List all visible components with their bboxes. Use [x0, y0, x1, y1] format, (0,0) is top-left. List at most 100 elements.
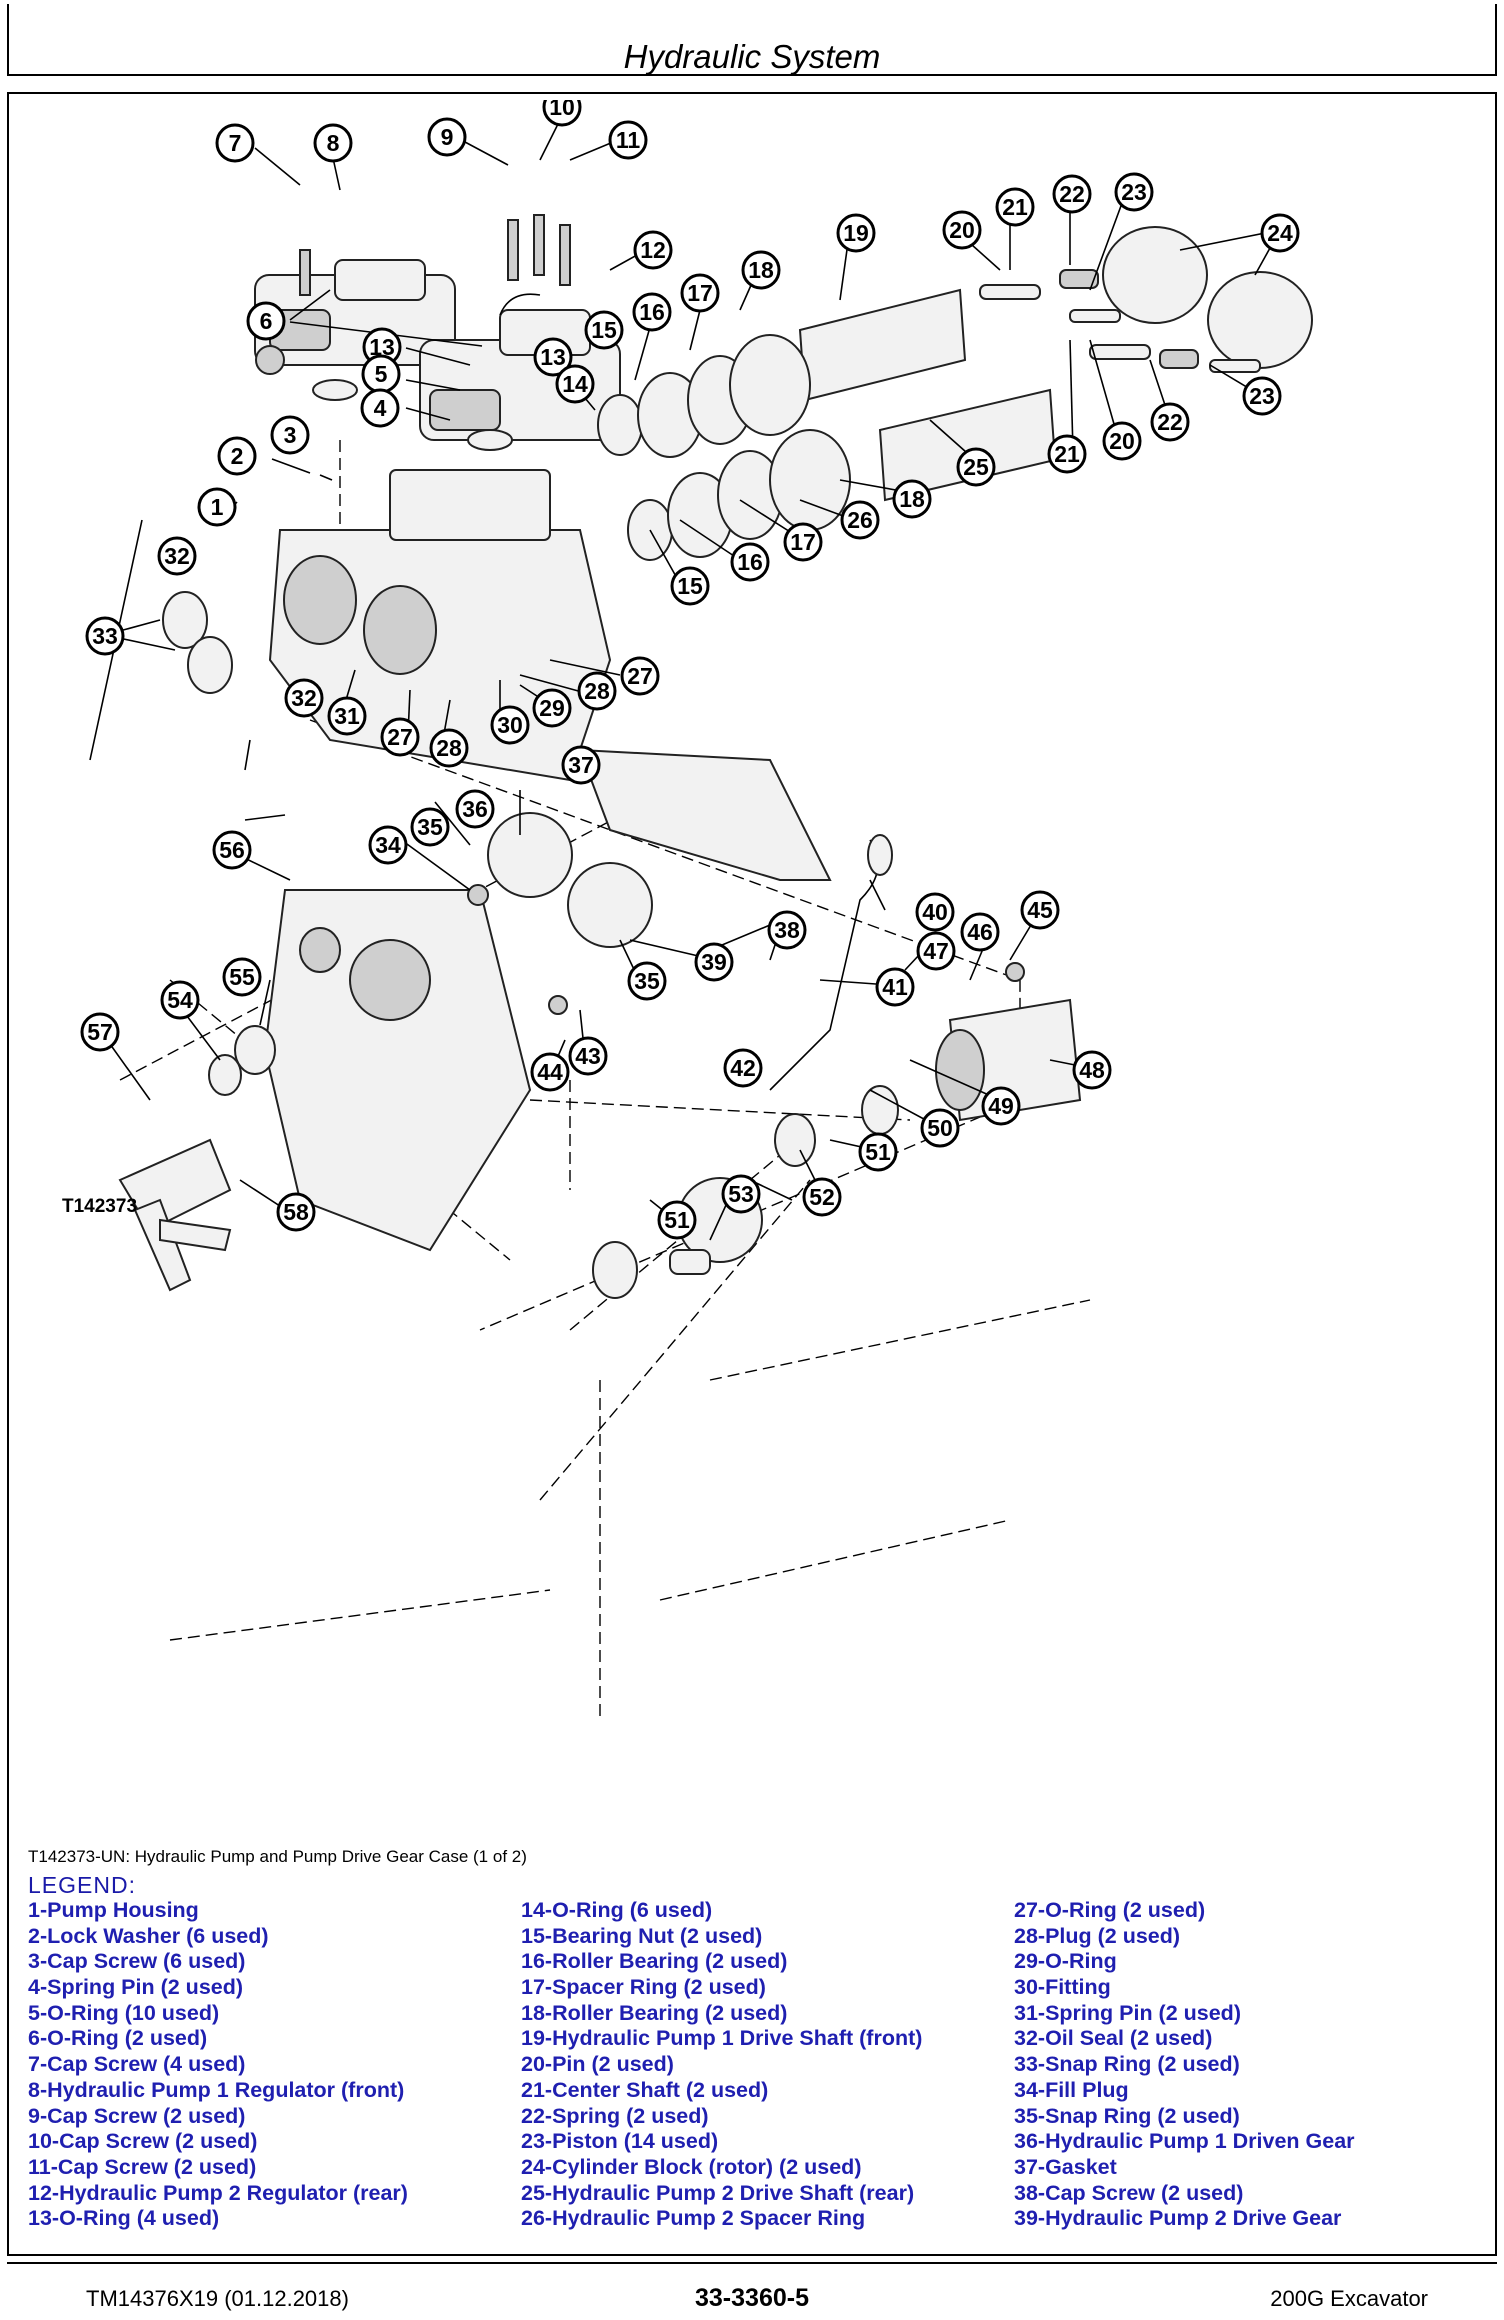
- legend-item: 30-Fitting: [1014, 1975, 1111, 2000]
- legend-item: 19-Hydraulic Pump 1 Drive Shaft (front): [521, 2026, 923, 2051]
- svg-text:37: 37: [568, 752, 594, 778]
- svg-text:30: 30: [497, 712, 523, 738]
- callout-21b: 21: [1047, 434, 1087, 474]
- svg-text:39: 39: [701, 949, 727, 975]
- svg-text:6: 6: [260, 308, 273, 334]
- legend-item: 35-Snap Ring (2 used): [1014, 2103, 1240, 2128]
- svg-text:24: 24: [1267, 220, 1293, 246]
- callout-37: 37: [561, 745, 601, 785]
- footer-rule: [7, 2262, 1497, 2264]
- legend-column-1: 1-Pump Housing 2-Lock Washer (6 used) 3-…: [28, 1898, 408, 2232]
- callout-50: 50: [920, 1108, 960, 1148]
- svg-text:35: 35: [634, 968, 660, 994]
- callout-7: 7: [215, 123, 255, 163]
- callout-57: 57: [80, 1012, 120, 1052]
- svg-text:26: 26: [847, 507, 873, 533]
- svg-text:9: 9: [441, 124, 454, 150]
- callout-9: 9: [427, 117, 467, 157]
- svg-text:14: 14: [562, 371, 588, 397]
- callout-34: 34: [368, 825, 408, 865]
- svg-text:29: 29: [539, 695, 565, 721]
- callout-balloons: 7 8 9 10 11 12 6 13 5 4 13 14 15 16 17 1…: [80, 100, 1300, 1240]
- legend-item: 8-Hydraulic Pump 1 Regulator (front): [28, 2077, 405, 2102]
- callout-6: 6: [246, 301, 286, 341]
- svg-text:23: 23: [1249, 383, 1275, 409]
- callout-12: 12: [633, 230, 673, 270]
- callout-23a: 23: [1114, 172, 1154, 212]
- footer-doc-id: TM14376X19 (01.12.2018): [86, 2286, 349, 2311]
- legend-item: 15-Bearing Nut (2 used): [521, 1923, 763, 1948]
- cylinder-blocks: [1102, 226, 1313, 369]
- legend-item: 16-Roller Bearing (2 used): [521, 1949, 788, 1974]
- legend-column-2: 14-O-Ring (6 used) 15-Bearing Nut (2 use…: [521, 1898, 922, 2232]
- callout-41: 41: [875, 967, 915, 1007]
- svg-text:1: 1: [211, 494, 224, 520]
- content-frame: [7, 92, 1497, 2256]
- callout-2: 2: [217, 436, 257, 476]
- callout-40: 40: [915, 892, 955, 932]
- svg-text:5: 5: [375, 361, 388, 387]
- callout-30: 30: [490, 705, 530, 745]
- callout-20b: 20: [1102, 421, 1142, 461]
- callout-8: 8: [313, 123, 353, 163]
- svg-text:18: 18: [748, 257, 774, 283]
- svg-text:53: 53: [728, 1181, 754, 1207]
- svg-text:13: 13: [540, 344, 566, 370]
- svg-text:10: 10: [549, 100, 575, 120]
- svg-text:21: 21: [1002, 194, 1028, 220]
- svg-text:48: 48: [1079, 1057, 1105, 1083]
- svg-text:28: 28: [584, 678, 610, 704]
- oil-seals: [162, 591, 233, 694]
- page-title: Hydraulic System: [623, 38, 881, 75]
- callout-33: 33: [85, 616, 125, 656]
- callout-4: 4: [360, 388, 400, 428]
- callout-3: 3: [270, 415, 310, 455]
- callout-18a: 18: [741, 250, 781, 290]
- svg-text:57: 57: [87, 1019, 113, 1045]
- callout-35a: 35: [410, 807, 450, 847]
- legend-item: 31-Spring Pin (2 used): [1014, 2000, 1241, 2025]
- svg-text:20: 20: [949, 217, 975, 243]
- callout-54: 54: [160, 980, 200, 1020]
- svg-text:52: 52: [809, 1184, 835, 1210]
- callout-48: 48: [1072, 1050, 1112, 1090]
- callout-13a: 13: [362, 327, 402, 367]
- callout-28a: 28: [429, 728, 469, 768]
- legend-item: 12-Hydraulic Pump 2 Regulator (rear): [28, 2180, 408, 2205]
- legend-item: 36-Hydraulic Pump 1 Driven Gear: [1014, 2129, 1355, 2154]
- callout-16a: 16: [632, 292, 672, 332]
- legend-item: 1-Pump Housing: [28, 1898, 199, 1922]
- callout-17b: 17: [783, 522, 823, 562]
- svg-text:42: 42: [730, 1055, 756, 1081]
- svg-text:47: 47: [923, 938, 949, 964]
- callout-11: 11: [608, 120, 648, 160]
- legend-item: 33-Snap Ring (2 used): [1014, 2052, 1240, 2077]
- callout-15a: 15: [584, 310, 624, 350]
- callout-17a: 17: [680, 273, 720, 313]
- figure-id-label: T142373: [62, 1196, 137, 1217]
- callout-51a: 51: [858, 1132, 898, 1172]
- legend-item: 2-Lock Washer (6 used): [28, 1923, 269, 1948]
- callout-49: 49: [981, 1086, 1021, 1126]
- callout-15b: 15: [670, 566, 710, 606]
- legend-item: 34-Fill Plug: [1014, 2077, 1129, 2102]
- callout-52: 52: [802, 1177, 842, 1217]
- svg-text:12: 12: [640, 237, 666, 263]
- svg-text:16: 16: [737, 549, 763, 575]
- legend-item: 18-Roller Bearing (2 used): [521, 2000, 788, 2025]
- legend-item: 14-O-Ring (6 used): [521, 1898, 713, 1922]
- legend-item: 32-Oil Seal (2 used): [1014, 2026, 1213, 2051]
- svg-text:46: 46: [967, 919, 993, 945]
- callout-24: 24: [1260, 213, 1300, 253]
- legend-item: 3-Cap Screw (6 used): [28, 1949, 246, 1974]
- svg-text:22: 22: [1157, 409, 1183, 435]
- callout-21a: 21: [995, 187, 1035, 227]
- callout-1: 1: [197, 487, 237, 527]
- legend-item: 23-Piston (14 used): [521, 2129, 719, 2154]
- legend-item: 6-O-Ring (2 used): [28, 2026, 208, 2051]
- callout-36: 36: [455, 789, 495, 829]
- svg-text:3: 3: [284, 422, 297, 448]
- svg-text:32: 32: [291, 685, 317, 711]
- callout-32a: 32: [157, 536, 197, 576]
